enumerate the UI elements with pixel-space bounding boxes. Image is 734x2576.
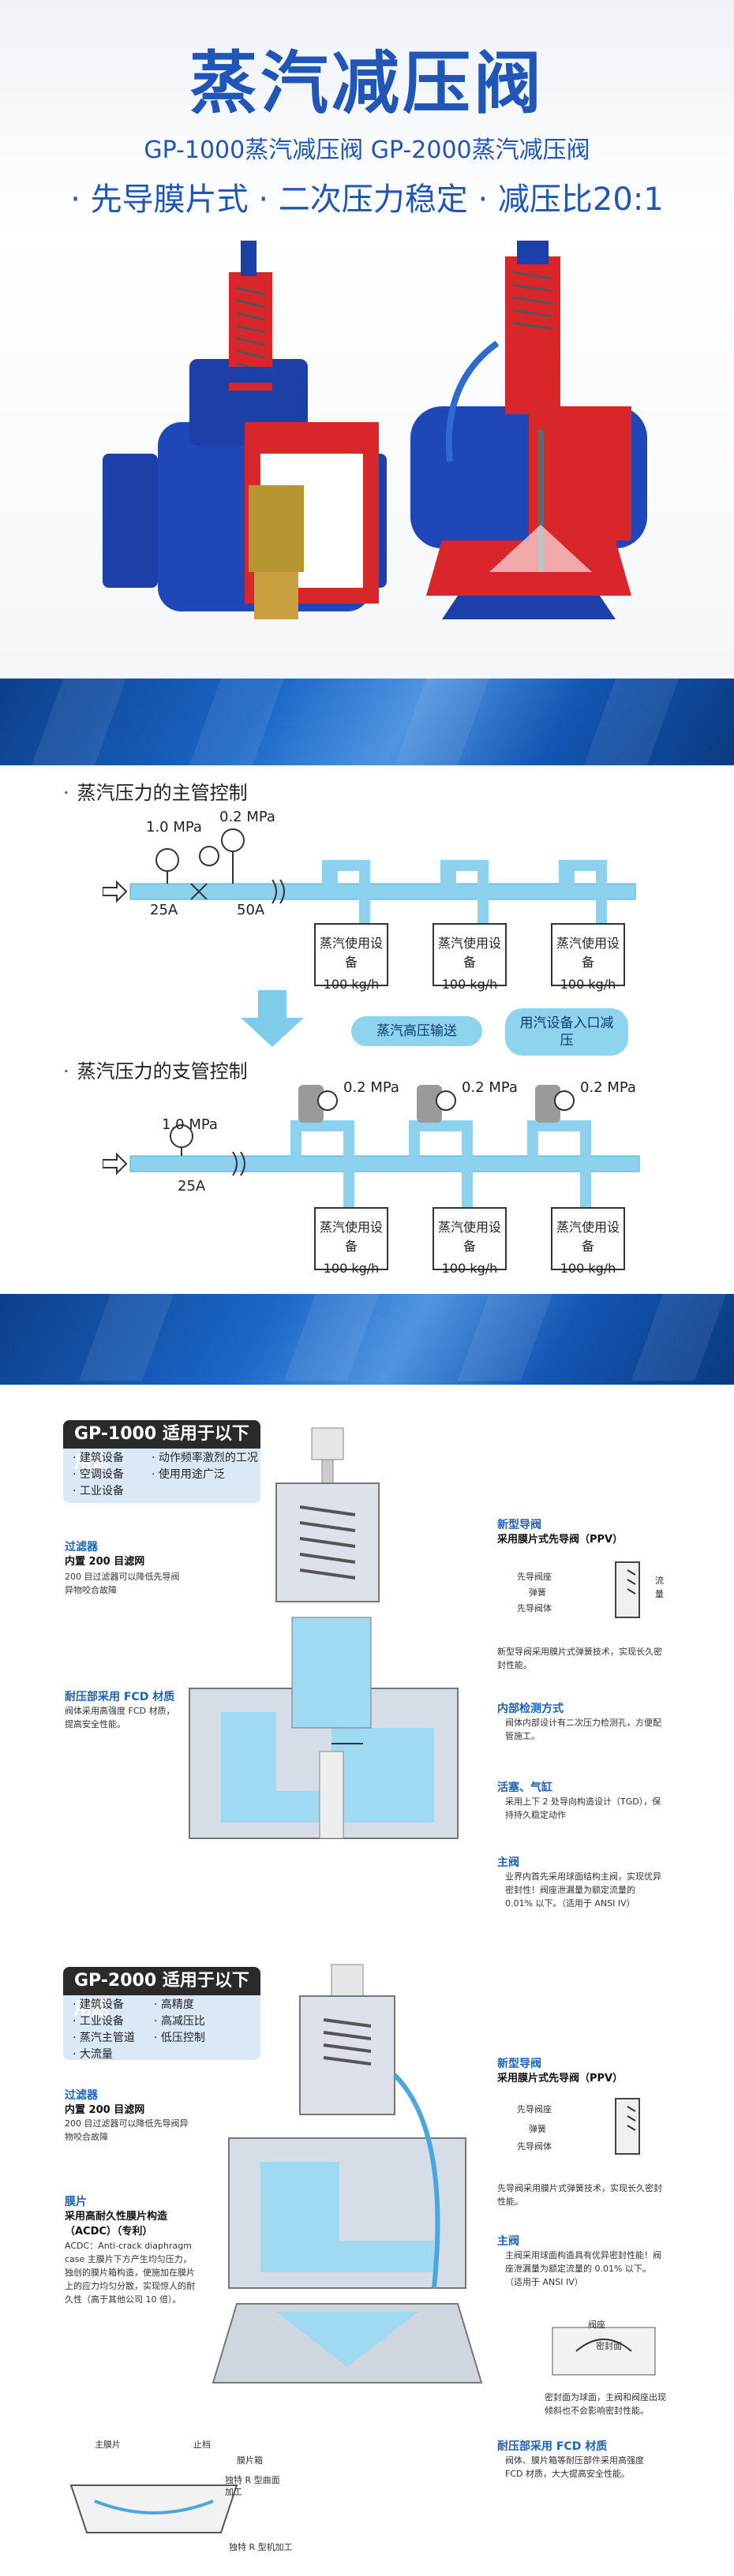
diaphragm-title: 膜片: [65, 2196, 87, 2208]
gp2000-valve-image: [410, 241, 647, 619]
diaphragm-text: ACDC：Anti-crack diaphragm case 主膜片下方产生均匀…: [65, 2241, 195, 2305]
detail-label: 主膜片: [95, 2440, 121, 2450]
branch-inlet-pressure: 1.0 MPa: [162, 1116, 218, 1133]
inlet-reduction-badge: 用汽设备入口减压: [505, 1008, 628, 1056]
pilot-label: 弹簧: [529, 2124, 546, 2134]
branch-pressure-label: 0.2 MPa: [580, 1079, 636, 1096]
use-item: · 大流量: [73, 2048, 113, 2061]
body-title: 耐压部采用 FCD 材质: [497, 2440, 608, 2453]
page-subtitle: GP-1000蒸汽减压阀 GP-2000蒸汽减压阀: [144, 136, 590, 164]
filter-title: 过滤器: [65, 1541, 98, 1553]
gp1000-valve-image: [103, 241, 387, 619]
down-arrow-icon: [241, 990, 304, 1047]
seal-label: 阀座: [588, 2320, 605, 2330]
use-item: · 空调设备: [73, 1468, 124, 1481]
diaphragm-subtitle: 采用高耐久性膜片构造（ACDC）（专利）: [65, 2211, 168, 2238]
pilot-text: 先导阀采用膜片式弹簧技术，实现长久密封性能。: [497, 2183, 662, 2207]
detail-label: 独特 R 型机加工: [229, 2542, 293, 2552]
filter-text: 200 目过滤器可以降低先导阀异物咬合故障: [65, 2118, 189, 2142]
main-valve-text: 业界内首先采用球面结构主阀，实现优异密封性！阀座泄漏量为额定流量的 0.01% …: [505, 1871, 661, 1909]
body-text: 阀体采用高强度 FCD 材质，提高安全性能。: [65, 1706, 175, 1729]
use-item: · 工业设备: [73, 1485, 124, 1497]
gp2000-uses-box: GP-2000 适用于以下用途 · 建筑设备 · 工业设备 · 蒸汽主管道 · …: [63, 1967, 260, 2061]
decorative-band: [0, 1294, 734, 1385]
page-title: 蒸汽减压阀: [189, 44, 545, 123]
use-item: · 使用用途广泛: [152, 1468, 225, 1481]
decorative-band: [0, 679, 734, 765]
main-control-heading: ·蒸汽压力的主管控制: [63, 782, 248, 804]
pilot-subtitle: 采用膜片式先导阀（PPV）: [497, 2073, 624, 2084]
main-valve-title: 主阀: [497, 2235, 519, 2248]
high-pressure-badge: 蒸汽高压输送: [351, 1016, 482, 1046]
main-valve-title: 主阀: [497, 1856, 519, 1869]
pilot-label: 先导阀座: [517, 1572, 552, 1582]
pilot-valve-icon: [615, 1561, 640, 1618]
use-item: · 蒸汽主管道: [73, 2032, 135, 2044]
branch-control-pipe-diagram: [103, 1085, 640, 1215]
use-item: · 动作频率激烈的工况: [152, 1452, 258, 1464]
detail-label: 膜片箱: [237, 2455, 263, 2466]
seal-text: 密封面为球面，主阀和阀座出现倾斜也不会影响密封性能。: [545, 2392, 666, 2416]
gp1000-uses-box: GP-1000 适用于以下用途 · 建筑设备 · 空调设备 · 工业设备 · 动…: [63, 1420, 260, 1503]
use-item: · 高减压比: [154, 2015, 205, 2028]
use-item: · 低压控制: [154, 2032, 205, 2044]
gp2000-cross-section: [212, 1964, 483, 2383]
sensing-text: 阀体内部设计有二次压力检测孔，方便配管施工。: [505, 1718, 661, 1741]
pilot-label: 先导阀体: [517, 2141, 552, 2152]
gp2000-uses-header: GP-2000 适用于以下用途: [63, 1967, 260, 2019]
piston-title: 活塞、气缸: [497, 1782, 552, 1794]
body-text: 阀体、膜片箱等耐压部件采用高强度 FCD 材质，大大提高安全性能。: [505, 2455, 644, 2479]
inlet-pressure-label: 1.0 MPa: [146, 819, 202, 836]
inlet-size-label: 25A: [150, 902, 178, 918]
branch-pressure-label: 0.2 MPa: [343, 1079, 399, 1096]
pilot-text: 新型导阀采用膜片式弹簧技术，实现长久密封性能。: [497, 1647, 662, 1670]
main-control-pipe-diagram: [103, 828, 636, 939]
filter-subtitle: 内置 200 目滤网: [65, 1556, 145, 1568]
seal-diagram: [552, 2327, 656, 2376]
diaphragm-detail-diagram: [69, 2484, 238, 2533]
pilot-valve-icon: [615, 2098, 640, 2155]
pilot-subtitle: 采用膜片式先导阀（PPV）: [497, 1534, 624, 1546]
gp1000-uses-header: GP-1000 适用于以下用途: [63, 1420, 260, 1472]
seal-label: 密封面: [596, 2341, 622, 2351]
piston-text: 采用上下 2 处导向构造设计（TGD），保持持久稳定动作: [505, 1796, 661, 1820]
branch-pressure-label: 0.2 MPa: [462, 1079, 518, 1096]
outlet-pressure-label: 0.2 MPa: [219, 809, 275, 825]
pilot-label: 先导阀座: [517, 2104, 552, 2114]
detail-label: 止档: [193, 2440, 211, 2450]
sensing-title: 内部检测方式: [497, 1703, 564, 1715]
pilot-label: 弹簧: [529, 1587, 546, 1598]
detail-label: 加工: [225, 2487, 242, 2497]
branch-control-heading: ·蒸汽压力的支管控制: [63, 1060, 248, 1082]
filter-title: 过滤器: [65, 2089, 98, 2102]
body-title: 耐压部采用 FCD 材质: [65, 1691, 175, 1703]
outlet-size-label: 50A: [237, 902, 265, 918]
pilot-label: 先导阀体: [517, 1603, 552, 1613]
pilot-title: 新型导阀: [497, 2058, 541, 2070]
feature-line: · 先导膜片式 · 二次压力稳定 · 减压比20:1: [70, 181, 664, 218]
detail-label: 独特 R 型曲面: [225, 2475, 280, 2485]
branch-inlet-size: 25A: [178, 1178, 206, 1195]
use-item: · 建筑设备: [73, 1452, 124, 1464]
use-item: · 工业设备: [73, 2015, 124, 2028]
use-item: · 高精度: [154, 1998, 194, 2011]
filter-subtitle: 内置 200 目滤网: [65, 2104, 145, 2116]
flow-label: 流量: [655, 1576, 664, 1599]
use-item: · 建筑设备: [73, 1998, 124, 2011]
filter-text: 200 目过滤器可以降低先导阀异物咬合故障: [65, 1572, 180, 1595]
gp1000-cross-section: [189, 1427, 459, 1839]
main-valve-text: 主阀采用球面构造具有优异密封性能！阀座泄漏量为额定流量的 0.01% 以下。（适…: [505, 2250, 661, 2287]
pilot-title: 新型导阀: [497, 1519, 541, 1531]
